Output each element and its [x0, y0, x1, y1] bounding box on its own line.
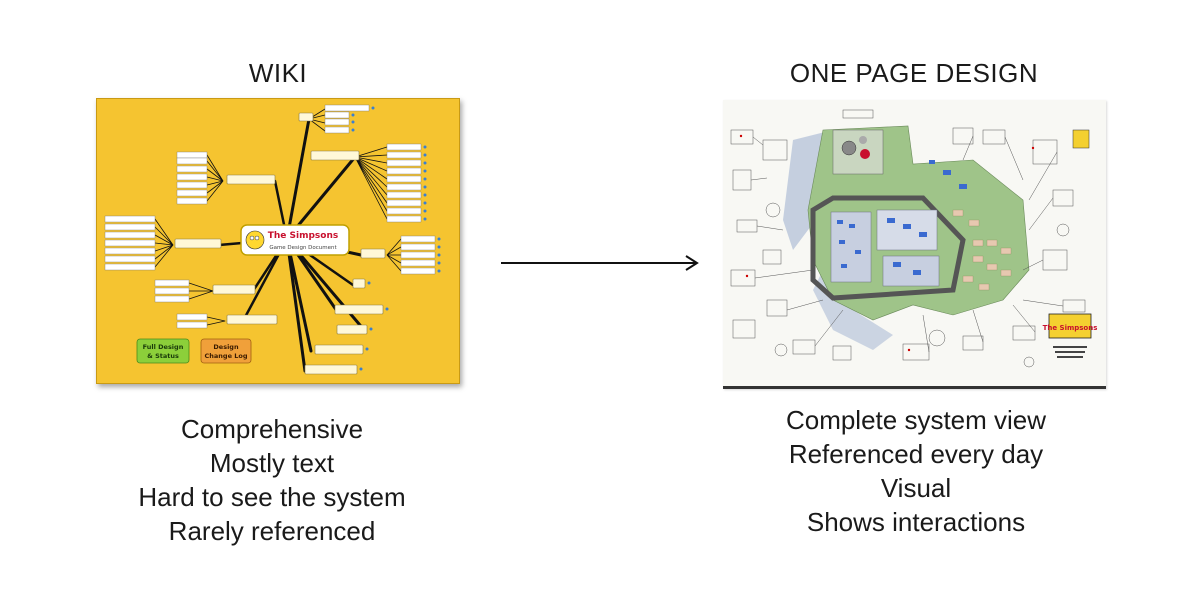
wiki-mindmap-image: The Simpsons Game Design Document: [96, 98, 460, 384]
logo-text: The Simpsons: [1043, 324, 1098, 332]
full-design-line1: Full Design: [143, 343, 184, 351]
wiki-bullets: Comprehensive Mostly text Hard to see th…: [96, 412, 448, 548]
wiki-bullet: Mostly text: [209, 448, 335, 478]
opd-bullet: Shows interactions: [806, 507, 1026, 537]
one-page-design-image: The Simpsons: [723, 100, 1106, 389]
change-log-button[interactable]: Design Change Log: [200, 338, 252, 364]
center-node: The Simpsons Game Design Document: [240, 224, 350, 256]
wiki-bullet: Hard to see the system: [138, 482, 406, 512]
mindmap-diagram: The Simpsons Game Design Document: [104, 104, 441, 375]
one-page-design-bullets: Complete system view Referenced every da…: [740, 403, 1092, 539]
simpsons-logo: The Simpsons: [1043, 313, 1098, 339]
change-log-line1: Design: [213, 343, 239, 351]
doc-subtitle: Game Design Document: [269, 245, 337, 251]
doc-title: The Simpsons: [268, 231, 338, 241]
change-log-line2: Change Log: [205, 352, 248, 360]
wiki-bullet: Comprehensive: [180, 414, 364, 444]
wiki-title: WIKI: [248, 58, 308, 88]
right-arrow-icon: [501, 255, 699, 271]
wiki-bullet: Rarely referenced: [168, 516, 376, 546]
opd-bullet: Complete system view: [785, 405, 1047, 435]
full-design-button[interactable]: Full Design & Status: [136, 338, 190, 364]
opd-bullet: Visual: [880, 473, 952, 503]
level-map-diagram: The Simpsons: [730, 109, 1098, 368]
one-page-design-title: ONE PAGE DESIGN: [789, 58, 1039, 88]
full-design-line2: & Status: [147, 352, 179, 360]
opd-bullet: Referenced every day: [788, 439, 1044, 469]
